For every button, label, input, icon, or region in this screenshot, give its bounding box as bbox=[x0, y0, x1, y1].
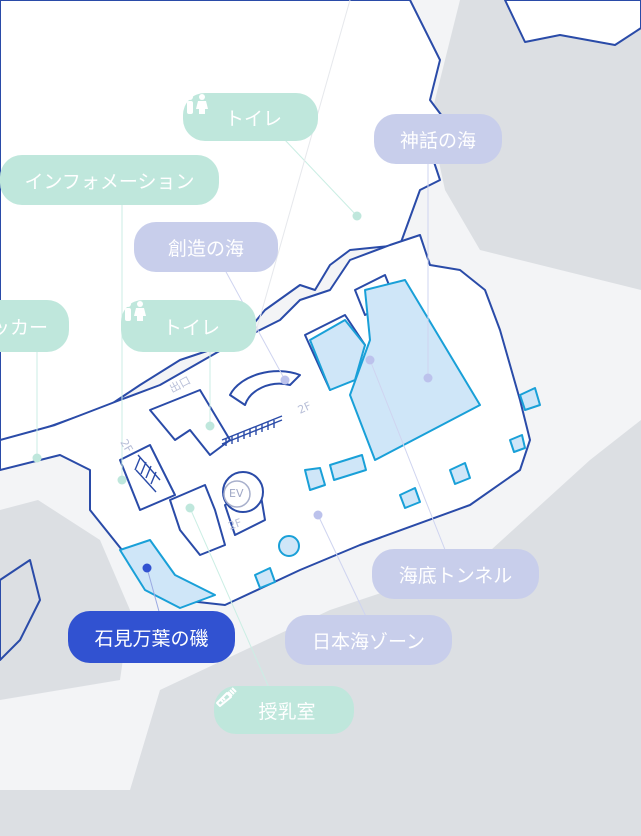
label-shinwa[interactable]: 神話の海 bbox=[374, 114, 502, 164]
label-iwami-text: 石見万葉の磯 bbox=[94, 627, 209, 650]
label-locker-text: ッカー bbox=[0, 316, 48, 339]
label-toilet-top[interactable]: トイレ bbox=[183, 93, 318, 141]
marker-nihonkai bbox=[313, 510, 323, 520]
marker-locker bbox=[32, 453, 42, 463]
marker-shinwa bbox=[423, 373, 433, 383]
marker-information bbox=[117, 475, 127, 485]
label-souzou[interactable]: 創造の海 bbox=[134, 222, 278, 272]
label-nihonkai-text: 日本海ゾーン bbox=[311, 630, 426, 653]
marker-nursing bbox=[185, 503, 195, 513]
label-locker[interactable]: ッカー bbox=[0, 300, 69, 352]
elevator-mark: EV bbox=[229, 487, 244, 500]
label-nursing[interactable]: 授乳室 bbox=[214, 686, 354, 734]
elevator-circle bbox=[222, 471, 264, 513]
marker-iwami bbox=[142, 563, 152, 573]
exhibit-tanks bbox=[119, 279, 481, 609]
marker-souzou bbox=[280, 375, 290, 385]
label-nursing-text: 授乳室 bbox=[258, 700, 316, 723]
label-iwami-selected[interactable]: 石見万葉の磯 bbox=[68, 611, 235, 663]
stairs bbox=[134, 415, 283, 493]
label-toilet-mid-text: トイレ bbox=[162, 316, 220, 339]
marker-kaitei bbox=[365, 355, 375, 365]
label-kaitei-text: 海底トンネル bbox=[398, 564, 513, 587]
label-information-text: インフォメーション bbox=[24, 170, 195, 193]
map-markers bbox=[32, 211, 433, 573]
floor-2f-mark-b: 2F bbox=[117, 437, 135, 455]
label-nihonkai[interactable]: 日本海ゾーン bbox=[285, 615, 452, 665]
marker-toilet-top bbox=[352, 211, 362, 221]
label-information[interactable]: インフォメーション bbox=[0, 155, 219, 205]
label-toilet-mid[interactable]: トイレ bbox=[121, 300, 256, 352]
label-toilet-top-text: トイレ bbox=[224, 107, 282, 130]
label-shinwa-text: 神話の海 bbox=[399, 129, 476, 152]
floor-2f-mark-a: 2F bbox=[296, 399, 314, 416]
label-kaitei[interactable]: 海底トンネル bbox=[372, 549, 539, 599]
leader-lines bbox=[36, 0, 456, 691]
floor-2f-mark-c: 2F bbox=[227, 516, 244, 533]
marker-toilet-mid bbox=[205, 421, 215, 431]
label-souzou-text: 創造の海 bbox=[167, 237, 244, 260]
